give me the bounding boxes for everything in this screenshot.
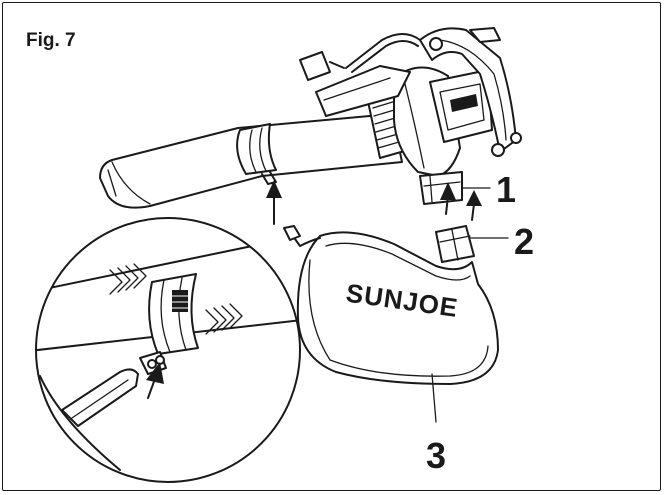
bag-strap bbox=[283, 225, 321, 247]
figure-title: Fig. 7 bbox=[26, 30, 76, 51]
bag-collar bbox=[435, 225, 475, 263]
callout-1: 1 bbox=[496, 169, 516, 210]
detail-inset bbox=[35, 217, 301, 483]
callout-3: 3 bbox=[426, 435, 446, 476]
blower-handle bbox=[419, 27, 522, 157]
collection-bag: SUNJOE bbox=[296, 231, 499, 385]
motor-housing bbox=[299, 33, 493, 205]
assembly-arrows bbox=[266, 180, 482, 225]
callout-2: 2 bbox=[514, 221, 534, 262]
callout-leaders bbox=[431, 187, 509, 423]
tube-collar bbox=[236, 123, 277, 185]
